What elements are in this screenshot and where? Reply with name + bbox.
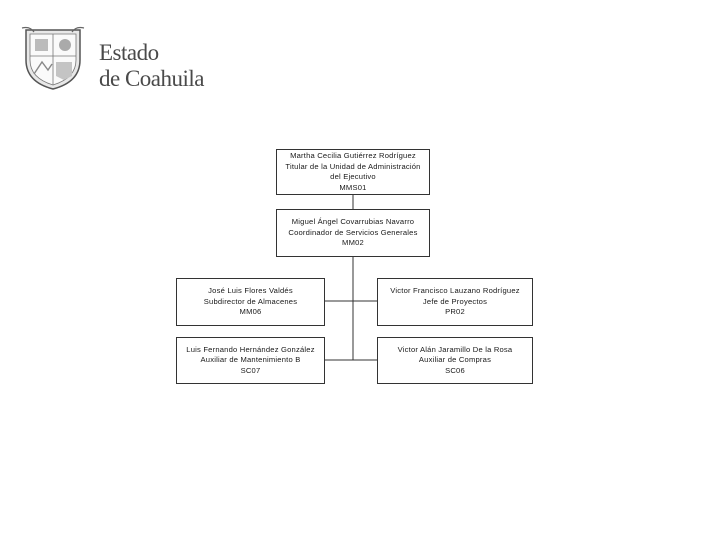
coat-of-arms-icon — [21, 26, 85, 90]
node-title: Subdirector de Almacenes — [203, 296, 298, 306]
node-code: SC06 — [445, 365, 465, 375]
org-node-auxiliar-mantenimiento: Luis Fernando Hernández González Auxilia… — [176, 337, 325, 384]
node-name: Victor Alán Jaramillo De la Rosa — [397, 344, 513, 354]
node-name: Martha Cecilia Gutiérrez Rodríguez — [290, 151, 416, 160]
node-code: SC07 — [240, 365, 261, 375]
node-name: Luis Fernando Hernández González — [186, 344, 315, 354]
node-name: Miguel Ángel Covarrubias Navarro — [291, 217, 415, 227]
node-code: MM02 — [342, 238, 364, 248]
node-code: PR02 — [445, 307, 465, 317]
node-title: del Ejecutivo — [330, 172, 376, 181]
node-name: José Luis Flores Valdés — [208, 286, 293, 296]
org-node-coordinador: Miguel Ángel Covarrubias Navarro Coordin… — [276, 209, 430, 257]
node-name: Victor Francisco Lauzano Rodríguez — [390, 286, 520, 296]
node-title: Coordinador de Servicios Generales — [288, 227, 418, 237]
node-title: Auxiliar de Mantenimiento B — [200, 355, 301, 365]
org-node-subdirector-almacenes: José Luis Flores Valdés Subdirector de A… — [176, 278, 325, 326]
org-node-auxiliar-compras: Victor Alán Jaramillo De la Rosa Auxilia… — [377, 337, 533, 384]
state-logo-text: Estado de Coahuila — [99, 40, 205, 92]
org-node-titular: Martha Cecilia Gutiérrez Rodríguez Titul… — [276, 149, 430, 195]
node-code: MM06 — [239, 307, 262, 317]
node-title: Titular de la Unidad de Administración — [285, 161, 421, 171]
node-title: Auxiliar de Compras — [418, 355, 492, 365]
node-code: MMS01 — [339, 182, 367, 192]
logo-line-2: de Coahuila — [99, 66, 205, 91]
logo-line-1: Estado — [99, 40, 159, 65]
node-title: Jefe de Proyectos — [422, 296, 488, 306]
org-node-jefe-proyectos: Victor Francisco Lauzano Rodríguez Jefe … — [377, 278, 533, 326]
